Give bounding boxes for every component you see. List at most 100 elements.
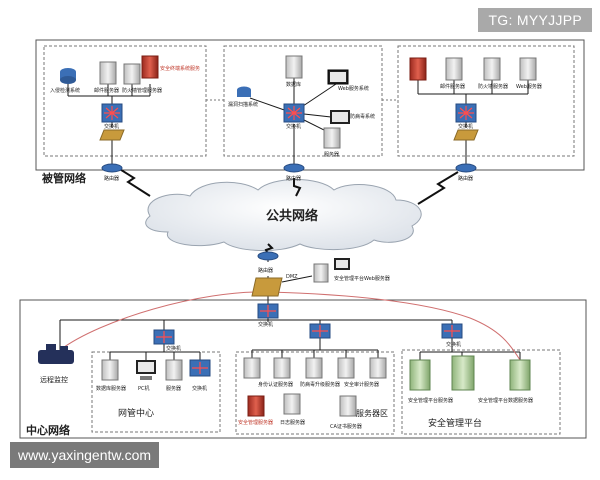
security-terminal-icon (141, 55, 159, 79)
switch-icon-2 (283, 103, 305, 123)
antivirus-system-label: 防病毒系统 (350, 113, 375, 120)
mgmt-center-zone (91, 351, 221, 433)
antivirus-monitor-icon (330, 110, 350, 124)
ca-server-icon (283, 393, 301, 415)
db-server-icon (101, 359, 119, 381)
server-icon-2 (323, 127, 341, 149)
antivirus-server-icon (123, 63, 141, 85)
patch-server-icon (305, 357, 323, 379)
ca-server-2-icon (339, 395, 357, 417)
security-terminal-icon-2 (409, 57, 427, 81)
managed-subzone-2 (223, 45, 383, 157)
router-icon-2 (283, 163, 305, 173)
managed-network-zone (35, 39, 585, 171)
switch-label-1: 交换机 (104, 123, 119, 130)
center-firewall-icon (251, 277, 283, 297)
wan-link-3 (417, 171, 459, 205)
db-server-label: 数据库服务器 (96, 385, 126, 392)
mgmt-server-label: 服务器 (166, 385, 181, 392)
router-label-3: 路由器 (458, 175, 473, 182)
center-switch-main-label: 交换机 (258, 321, 273, 328)
database-server-icon (285, 55, 303, 79)
dmz-monitor-icon (334, 258, 350, 270)
platform-switch-label: 交换机 (446, 341, 461, 348)
platform-db-label: 安全管理平台数据服务器 (478, 397, 533, 404)
platform-server-label: 安全管理平台服务器 (408, 397, 453, 404)
firewall-icon-1 (99, 129, 125, 141)
managed-subzone-1 (43, 45, 207, 157)
pc-icon (136, 360, 156, 380)
wan-link-2 (293, 178, 302, 197)
center-network-label: 中心网络 (26, 423, 70, 437)
platform-rack-2-icon (451, 355, 475, 391)
managed-network-label: 被管网络 (42, 171, 86, 185)
web-server-system-label: Web服务系统 (338, 85, 369, 92)
mail-server-icon-2 (445, 57, 463, 81)
mgmt-switch-2-icon (189, 359, 211, 377)
switch-label-2: 交换机 (286, 123, 301, 130)
security-terminal-label: 安全终端系统服务 (160, 65, 200, 72)
vuln-scan-label: 漏洞扫描系统 (228, 101, 258, 108)
platform-rack-3-icon (509, 359, 531, 391)
router-label-1: 路由器 (104, 175, 119, 182)
web-monitor-icon (327, 69, 349, 85)
remote-monitor-label: 远程监控 (40, 375, 68, 384)
platform-rack-1-icon (409, 359, 431, 391)
firewall-icon-3 (453, 129, 479, 141)
security-platform-zone (401, 349, 561, 435)
log-server-icon (369, 357, 387, 379)
switch-label-3: 交换机 (458, 123, 473, 130)
security-mgmt-server-label: 安全管理服务器 (238, 419, 273, 426)
platform-switch-icon (441, 323, 463, 339)
router-label-2: 路由器 (286, 175, 301, 182)
av-upgrade-label: 防病毒升级服务器 (300, 381, 340, 388)
mgmt-switch-icon (153, 329, 175, 345)
dmz-label: DMZ (286, 274, 298, 280)
mail-server-label-2: 邮件服务器 (440, 83, 465, 90)
center-network-zone (19, 299, 587, 439)
audit-server-icon (337, 357, 355, 379)
router-icon-1 (101, 163, 123, 173)
intrusion-detection-label: 入侵检测系统 (50, 87, 80, 94)
watermark-site: www.yaxingentw.com (10, 442, 160, 468)
av-upgrade-server-icon (273, 357, 291, 379)
center-router-label: 路由器 (258, 267, 273, 274)
intrusion-detection-icon (60, 68, 76, 84)
ca-server-label: CA证书服务器 (330, 423, 362, 430)
dmz-server-icon (313, 263, 329, 283)
mgmt-switch-2-label: 交换机 (192, 385, 207, 392)
mgmt-switch-label: 交换机 (166, 345, 181, 352)
auth-server-label: 身份认证服务器 (258, 381, 293, 388)
managed-subzone-3 (397, 45, 575, 157)
center-router-icon (257, 251, 279, 261)
web-server-icon (519, 57, 537, 81)
mgmt-server-icon (165, 359, 183, 381)
center-switch-main-icon (257, 303, 279, 319)
web-server-label: Web服务器 (516, 83, 542, 90)
public-network-label: 公共网络 (266, 208, 318, 224)
auth-server-icon (243, 357, 261, 379)
mgmt-center-label: 网管中心 (118, 407, 154, 419)
audit-server-label: 安全审计服务器 (344, 381, 379, 388)
router-icon-3 (455, 163, 477, 173)
links (59, 78, 529, 360)
watermark-tag: TG: MYYJJPP (478, 8, 592, 32)
mail-server-icon (99, 61, 117, 85)
server-zone-label: 服务器区 (356, 408, 388, 418)
server-zone-switch-icon (309, 323, 331, 339)
remote-link-curve (59, 291, 521, 361)
antivirus-mgmt-label: 防火墙管理服务器 (122, 87, 162, 94)
red-security-server-icon (247, 395, 265, 417)
remote-monitor-icon (38, 344, 74, 364)
security-platform-web-label: 安全管理平台Web服务器 (334, 275, 390, 282)
vuln-scan-icon (237, 86, 251, 97)
switch-icon-1 (101, 103, 123, 123)
wan-link-1 (117, 167, 151, 197)
server-label-2: 服务器 (324, 151, 339, 158)
db-label-1: 数据库 (286, 81, 301, 88)
antivirus-server-icon-2 (483, 57, 501, 81)
switch-icon-3 (455, 103, 477, 123)
pc-label: PC机 (138, 385, 150, 392)
log-server-label: 日志服务器 (280, 419, 305, 426)
